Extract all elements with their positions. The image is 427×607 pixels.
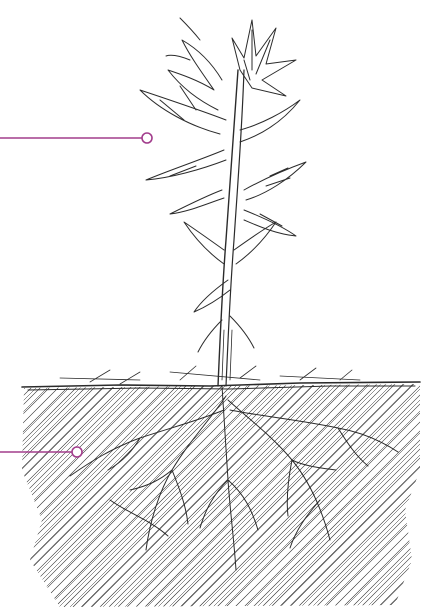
hatch-stroke <box>48 377 278 607</box>
hatch-stroke <box>0 377 33 607</box>
hatch-stroke <box>323 377 427 607</box>
hatch-stroke <box>0 377 102 607</box>
hatch-stroke <box>91 377 321 607</box>
hatch-stroke <box>0 377 24 607</box>
hatch-stroke <box>0 377 6 607</box>
hatch-stroke <box>352 377 427 607</box>
hatch-stroke <box>312 377 427 607</box>
hatch-stroke <box>147 377 377 607</box>
hatch-stroke <box>172 377 402 607</box>
hatch-stroke <box>15 377 245 607</box>
hatch-stroke <box>370 377 427 607</box>
hatch-stroke <box>0 377 69 607</box>
hatch-stroke <box>343 377 427 607</box>
hatch-stroke <box>226 377 427 607</box>
hatch-stroke <box>367 377 427 607</box>
hatch-stroke <box>64 377 294 607</box>
hatch-stroke <box>415 377 427 607</box>
hatch-stroke <box>334 377 427 607</box>
hatch-stroke <box>422 377 427 607</box>
hatch-stroke <box>163 377 393 607</box>
hatch-stroke <box>82 377 312 607</box>
hatch-stroke <box>0 377 132 607</box>
hatch-stroke <box>411 377 427 607</box>
hatch-stroke <box>169 377 399 607</box>
hatch-stroke <box>0 377 96 607</box>
hatch-stroke <box>10 377 240 607</box>
hatch-stroke <box>0 377 42 607</box>
plant-leaves <box>140 18 306 352</box>
hatch-stroke <box>181 377 411 607</box>
hatch-stroke <box>37 377 267 607</box>
hatch-stroke <box>0 377 25 607</box>
hatch-stroke <box>0 377 14 607</box>
hatch-stroke <box>0 377 3 607</box>
hatch-stroke <box>59 377 289 607</box>
hatch-stroke <box>406 377 427 607</box>
hatch-stroke <box>253 377 427 607</box>
hatch-stroke <box>145 377 375 607</box>
hatch-stroke <box>0 377 78 607</box>
hatch-stroke <box>0 377 15 607</box>
plant-callout-marker-icon <box>142 133 152 143</box>
hatch-stroke <box>356 377 427 607</box>
hatch-stroke <box>158 377 388 607</box>
hatch-stroke <box>307 377 427 607</box>
hatch-stroke <box>0 377 36 607</box>
hatch-stroke <box>136 377 366 607</box>
hatch-stroke <box>0 377 60 607</box>
hatch-stroke <box>301 377 427 607</box>
hatch-stroke <box>73 377 303 607</box>
hatch-stroke <box>0 377 80 607</box>
hatch-stroke <box>0 377 204 607</box>
hatch-stroke <box>0 377 186 607</box>
ground-surface-line <box>22 366 420 390</box>
soil-callout-marker-icon <box>72 447 82 457</box>
hatch-stroke <box>190 377 420 607</box>
plant-stem <box>218 70 244 386</box>
hatch-stroke <box>235 377 427 607</box>
hatch-stroke <box>70 377 300 607</box>
hatch-stroke <box>1 377 231 607</box>
hatch-stroke <box>334 377 427 607</box>
hatch-stroke <box>235 377 427 607</box>
plant-callout <box>0 133 152 143</box>
hatch-stroke <box>4 377 234 607</box>
soil-crosshatch <box>0 377 427 607</box>
